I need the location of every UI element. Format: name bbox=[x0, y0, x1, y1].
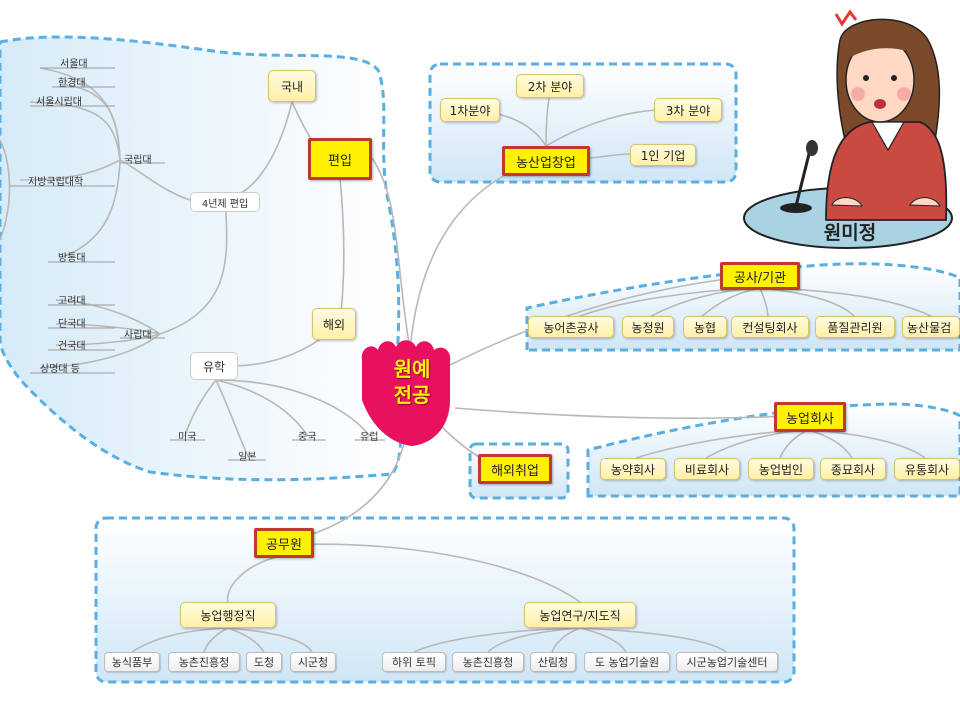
connector-lines bbox=[0, 67, 936, 653]
company-fertilizer[interactable]: 비료회사 bbox=[674, 458, 740, 480]
domestic-node[interactable]: 국내 bbox=[268, 70, 316, 102]
microphone-stand-shape bbox=[794, 149, 812, 207]
country-japan[interactable]: 일본 bbox=[238, 452, 257, 463]
microphone-icon bbox=[806, 140, 818, 156]
agri-company-node[interactable]: 농업회사 bbox=[774, 402, 846, 432]
startup-primary[interactable]: 1차분야 bbox=[440, 98, 500, 122]
school-seoul-city[interactable]: 서울시립대 bbox=[36, 97, 82, 108]
school-korea[interactable]: 고려대 bbox=[58, 296, 86, 307]
hand-left-shape bbox=[831, 197, 863, 207]
admin-city-county[interactable]: 시군청 bbox=[290, 652, 336, 672]
research-rda[interactable]: 농촌진흥청 bbox=[452, 652, 524, 672]
center-line-1: 원예 bbox=[393, 357, 431, 381]
abroad-node[interactable]: 해외 bbox=[312, 308, 356, 340]
eye-left-icon bbox=[863, 75, 869, 81]
surprise-mark-icon bbox=[834, 9, 858, 27]
agency-agri-inspection[interactable]: 농산물검 bbox=[902, 316, 960, 338]
company-agri-corp[interactable]: 농업법인 bbox=[748, 458, 814, 480]
center-line-2: 전공 bbox=[393, 383, 431, 407]
research-city-ats[interactable]: 시군농업기술센터 bbox=[676, 652, 778, 672]
research-subtopic[interactable]: 하위 토픽 bbox=[382, 652, 446, 672]
center-node-shape[interactable] bbox=[361, 340, 451, 446]
research-forest[interactable]: 산림청 bbox=[530, 652, 576, 672]
civil-servant-node[interactable]: 공무원 bbox=[254, 528, 314, 558]
eye-right-icon bbox=[891, 75, 897, 81]
public-agency-node[interactable]: 공사/기관 bbox=[720, 262, 800, 290]
school-hankyong[interactable]: 한경대 bbox=[58, 78, 86, 89]
startup-tertiary[interactable]: 3차 분야 bbox=[654, 98, 722, 122]
national-univ-label[interactable]: 국립대 bbox=[124, 155, 152, 166]
agency-consulting[interactable]: 컨설팅회사 bbox=[731, 316, 809, 338]
hand-right-shape bbox=[909, 197, 941, 207]
country-usa[interactable]: 미국 bbox=[178, 432, 197, 443]
cheek-right-icon bbox=[897, 87, 911, 101]
school-konkuk[interactable]: 건국대 bbox=[58, 341, 86, 352]
company-seed[interactable]: 종묘회사 bbox=[820, 458, 886, 480]
transfer-node[interactable]: 편입 bbox=[308, 138, 372, 180]
admin-province[interactable]: 도청 bbox=[246, 652, 282, 672]
speaker-name: 원미정 bbox=[823, 222, 877, 244]
school-sangmyung-etc[interactable]: 상명대 등 bbox=[40, 364, 80, 375]
company-distribution[interactable]: 유통회사 bbox=[894, 458, 960, 480]
startup-secondary[interactable]: 2차 분야 bbox=[516, 74, 584, 98]
startup-node[interactable]: 농산업창업 bbox=[502, 146, 590, 176]
admin-mafra[interactable]: 농식품부 bbox=[104, 652, 160, 672]
center-node-label[interactable]: 원예 전공 bbox=[374, 356, 450, 408]
speaker-illustration bbox=[743, 9, 953, 249]
research-provincial-ars[interactable]: 도 농업기술원 bbox=[584, 652, 670, 672]
agency-nh[interactable]: 농협 bbox=[683, 316, 727, 338]
text-underlines bbox=[10, 67, 385, 461]
agency-quality[interactable]: 품질관리원 bbox=[815, 316, 895, 338]
bangs-shape bbox=[846, 33, 920, 60]
microphone-base-shape bbox=[780, 203, 812, 213]
study-abroad-node[interactable]: 유학 bbox=[190, 352, 238, 380]
private-univ-label[interactable]: 사립대 bbox=[124, 330, 152, 341]
research-track-node[interactable]: 농업연구/지도직 bbox=[524, 602, 636, 628]
admin-rda[interactable]: 농촌진흥청 bbox=[168, 652, 240, 672]
country-europe[interactable]: 유럽 bbox=[360, 432, 379, 443]
mouth-icon bbox=[874, 99, 886, 109]
shirt-shape bbox=[870, 121, 906, 152]
agency-epis[interactable]: 농정원 bbox=[622, 316, 674, 338]
startup-solo[interactable]: 1인 기업 bbox=[630, 144, 696, 166]
school-dankook[interactable]: 단국대 bbox=[58, 319, 86, 330]
agency-rural-community[interactable]: 농어촌공사 bbox=[528, 316, 614, 338]
cheek-left-icon bbox=[851, 87, 865, 101]
country-china[interactable]: 중국 bbox=[298, 432, 317, 443]
company-pesticide[interactable]: 농약회사 bbox=[600, 458, 666, 480]
four-year-transfer-node[interactable]: 4년제 편입 bbox=[190, 192, 260, 212]
overseas-job-node[interactable]: 해외취업 bbox=[478, 454, 552, 484]
school-seoul[interactable]: 서울대 bbox=[60, 59, 88, 70]
school-regional-national[interactable]: 지방국립대학 bbox=[28, 177, 84, 188]
admin-track-node[interactable]: 농업행정직 bbox=[180, 602, 276, 628]
school-open-univ[interactable]: 방통대 bbox=[58, 253, 86, 264]
